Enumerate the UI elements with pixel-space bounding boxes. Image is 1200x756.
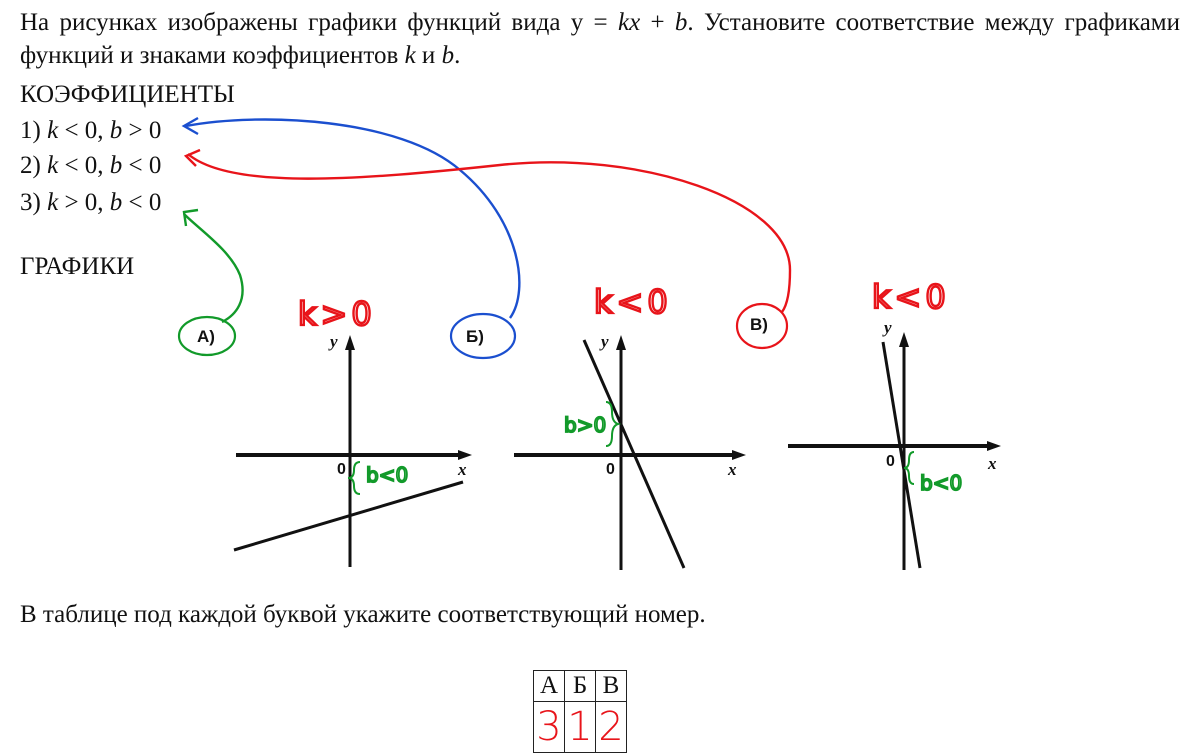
graph-c-label: В) [750,315,768,334]
coefficients-heading: КОЭФФИЦИЕНТЫ [20,81,235,108]
statement-dot: . [454,42,461,69]
graph-b-zero: 0 [606,461,615,478]
blue-connector [185,118,521,319]
graph-c-red-circle [735,302,789,350]
coefficient-option-2: 2) k < 0, b < 0 [20,152,162,179]
graph-a-note-b: b<0 [366,463,408,487]
graph-c-y-arrow [899,332,909,347]
graph-b-label: Б) [466,327,484,346]
statement-and: и [415,42,442,69]
graph-a-y-label: y [328,332,338,351]
answer-header-c: В [595,670,627,702]
answer-table-header-row: А Б В [533,670,627,702]
graph-b-x-arrow [732,450,746,460]
coefficient-option-3: 3) k > 0, b < 0 [20,189,162,216]
graph-c-zero: 0 [886,453,895,470]
graph-a-brace [347,461,361,495]
coefficient-option-1: 1) k < 0, b > 0 [20,117,162,144]
graph-c-note-k: k<0 [872,278,950,316]
graph-b-brace [605,401,622,447]
graph-a-y-arrow [345,335,355,350]
answer-cell-c[interactable]: 2 [595,701,627,753]
graph-b-line [582,339,686,569]
answer-table-answer-row: 3 1 2 [533,701,627,753]
graph-a-x-arrow [458,450,472,460]
statement-part-1: На рисунках изображены графики функций в… [20,9,618,36]
graph-c-y-label: y [882,318,892,337]
graph-c-line [881,341,922,569]
statement-plus: + [640,9,675,36]
answer-cell-a[interactable]: 3 [533,701,565,753]
graph-b-note-b: b>0 [564,413,606,437]
red-arrowhead [183,148,201,167]
green-arrowhead [182,208,199,227]
graph-a-line [233,480,464,552]
graph-b-y-label: y [599,332,609,351]
red-connector [187,153,792,313]
instruction-text: В таблице под каждой буквой укажите соот… [20,601,706,628]
graph-b-x-label: x [727,460,737,479]
graph-c: y x 0 В) k<0 b<0 [735,277,1001,570]
graph-a: y x 0 А) k>0 b<0 [177,294,472,567]
answer-cell-b[interactable]: 1 [564,701,596,753]
graph-b-blue-circle [449,312,517,360]
graph-a-label: А) [197,327,215,346]
green-connector [183,213,244,324]
problem-statement: На рисунках изображены графики функций в… [20,6,1180,72]
answer-header-b: Б [564,670,596,702]
graph-b-y-arrow [616,335,626,350]
answer-header-a: А [533,670,565,702]
answer-table: А Б В 3 1 2 [533,670,627,753]
blue-arrowhead [181,116,199,136]
graphs-heading: ГРАФИКИ [20,253,135,280]
graph-b-note-k: k<0 [594,283,672,321]
graph-c-brace [903,451,915,485]
graph-c-x-label: x [987,454,997,473]
match-arrows [181,116,792,324]
graph-c-x-arrow [987,441,1001,451]
statement-part-2: . Установите соответствие между графикам… [20,9,1180,69]
statement-k-var: k [404,42,416,69]
statement-b: b [674,9,688,36]
graph-a-note-k: k>0 [298,295,376,333]
statement-kx: kx [617,9,641,36]
graph-a-green-circle [177,315,237,357]
graph-c-note-b: b<0 [920,471,962,495]
graph-a-x-label: x [457,460,467,479]
graph-a-zero: 0 [337,461,346,478]
statement-b-var: b [441,42,455,69]
graph-b: y x 0 Б) k<0 b>0 [449,282,746,570]
